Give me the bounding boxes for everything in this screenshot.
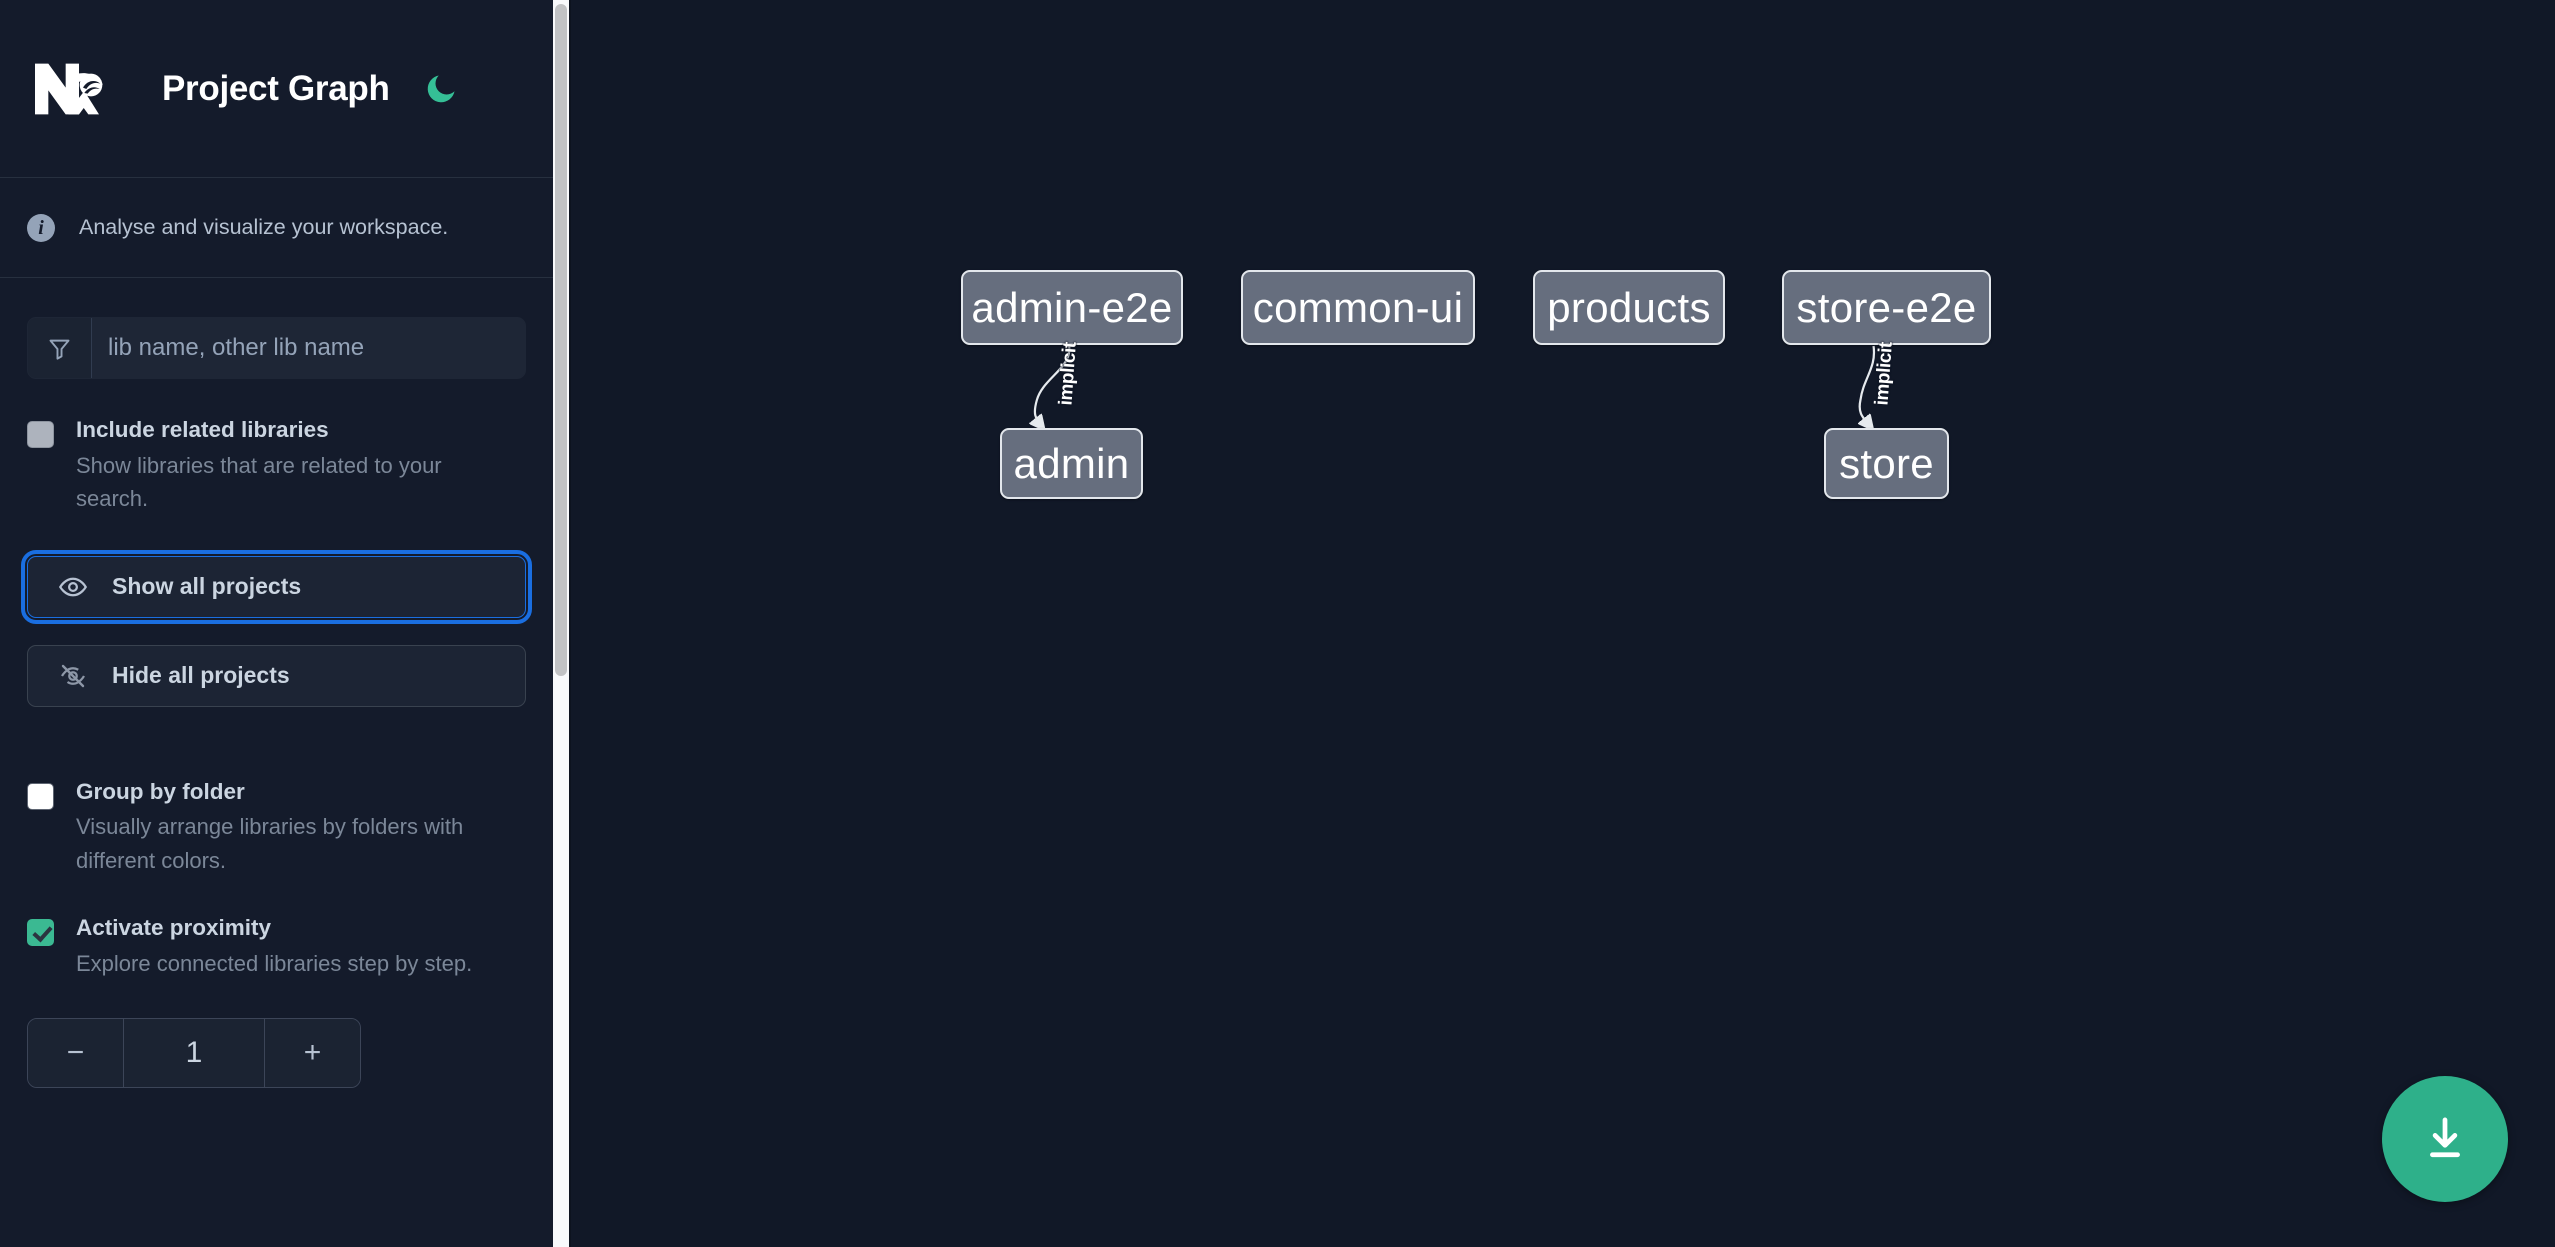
proximity-value[interactable]: 1 [124,1019,264,1088]
workspace-info: i Analyse and visualize your workspace. [0,178,553,278]
graph-node-common-ui[interactable]: common-ui [1241,270,1475,345]
graph-node-store[interactable]: store [1824,428,1949,499]
edge-label-store-e2e-to-store: implicit [1871,341,1897,407]
proximity-increment-button[interactable]: + [264,1019,360,1088]
page-title: Project Graph [162,68,390,108]
include-related-libraries-checkbox[interactable] [27,421,54,448]
nx-logo-icon [27,58,107,120]
search-input[interactable] [92,318,525,378]
option-group-by-folder[interactable]: Group by folder Visually arrange librari… [27,776,526,878]
eye-off-icon [56,659,90,693]
activate-proximity-description: Explore connected libraries step by step… [76,950,473,976]
group-by-folder-checkbox[interactable] [27,782,54,810]
group-by-folder-label: Group by folder [76,778,245,804]
option-include-related-libraries[interactable]: Include related libraries Show libraries… [27,414,526,516]
sidebar-scrollbar[interactable] [553,0,569,1247]
include-related-libraries-description: Show libraries that are related to your … [76,452,442,512]
graph-node-products[interactable]: products [1533,270,1725,345]
graph-edges [553,345,1876,1247]
option-activate-proximity[interactable]: Activate proximity Explore connected lib… [27,912,526,980]
proximity-stepper[interactable]: − 1 + [27,1018,361,1089]
graph-node-admin-e2e[interactable]: admin-e2e [961,270,1183,345]
info-icon: i [27,213,55,242]
proximity-decrement-button[interactable]: − [28,1019,124,1088]
show-all-projects-button[interactable]: Show all projects [21,549,532,624]
download-icon [2430,1117,2460,1158]
divider-spacer [27,707,526,741]
moon-icon[interactable] [420,68,462,110]
sidebar-body: Include related libraries Show libraries… [0,317,553,1089]
sidebar-scrollbar-thumb[interactable] [555,4,567,676]
workspace-info-text: Analyse and visualize your workspace. [79,215,449,239]
graph-node-admin[interactable]: admin [1000,428,1143,499]
activate-proximity-label: Activate proximity [76,915,272,940]
sidebar-edge-divider [569,0,571,1247]
search-filter[interactable] [27,317,526,379]
download-graph-button[interactable] [2382,1076,2508,1202]
eye-icon [56,570,90,604]
funnel-filter-icon [28,318,92,378]
show-all-projects-label: Show all projects [112,573,302,599]
sidebar-header: Project Graph [0,0,553,178]
graph-canvas[interactable]: admin-e2e common-ui products store-e2e admin… [553,0,2555,1247]
group-by-folder-description: Visually arrange libraries by folders wi… [76,814,464,873]
graph-node-store-e2e[interactable]: store-e2e [1782,270,1991,345]
hide-all-projects-label: Hide all projects [112,662,290,688]
edge-label-admin-e2e-to-admin: implicit [1055,341,1081,407]
sidebar: Project Graph i Analyse and visualize yo… [0,0,553,1247]
activate-proximity-checkbox[interactable] [27,919,54,946]
hide-all-projects-button[interactable]: Hide all projects [27,644,526,707]
include-related-libraries-label: Include related libraries [76,417,329,442]
